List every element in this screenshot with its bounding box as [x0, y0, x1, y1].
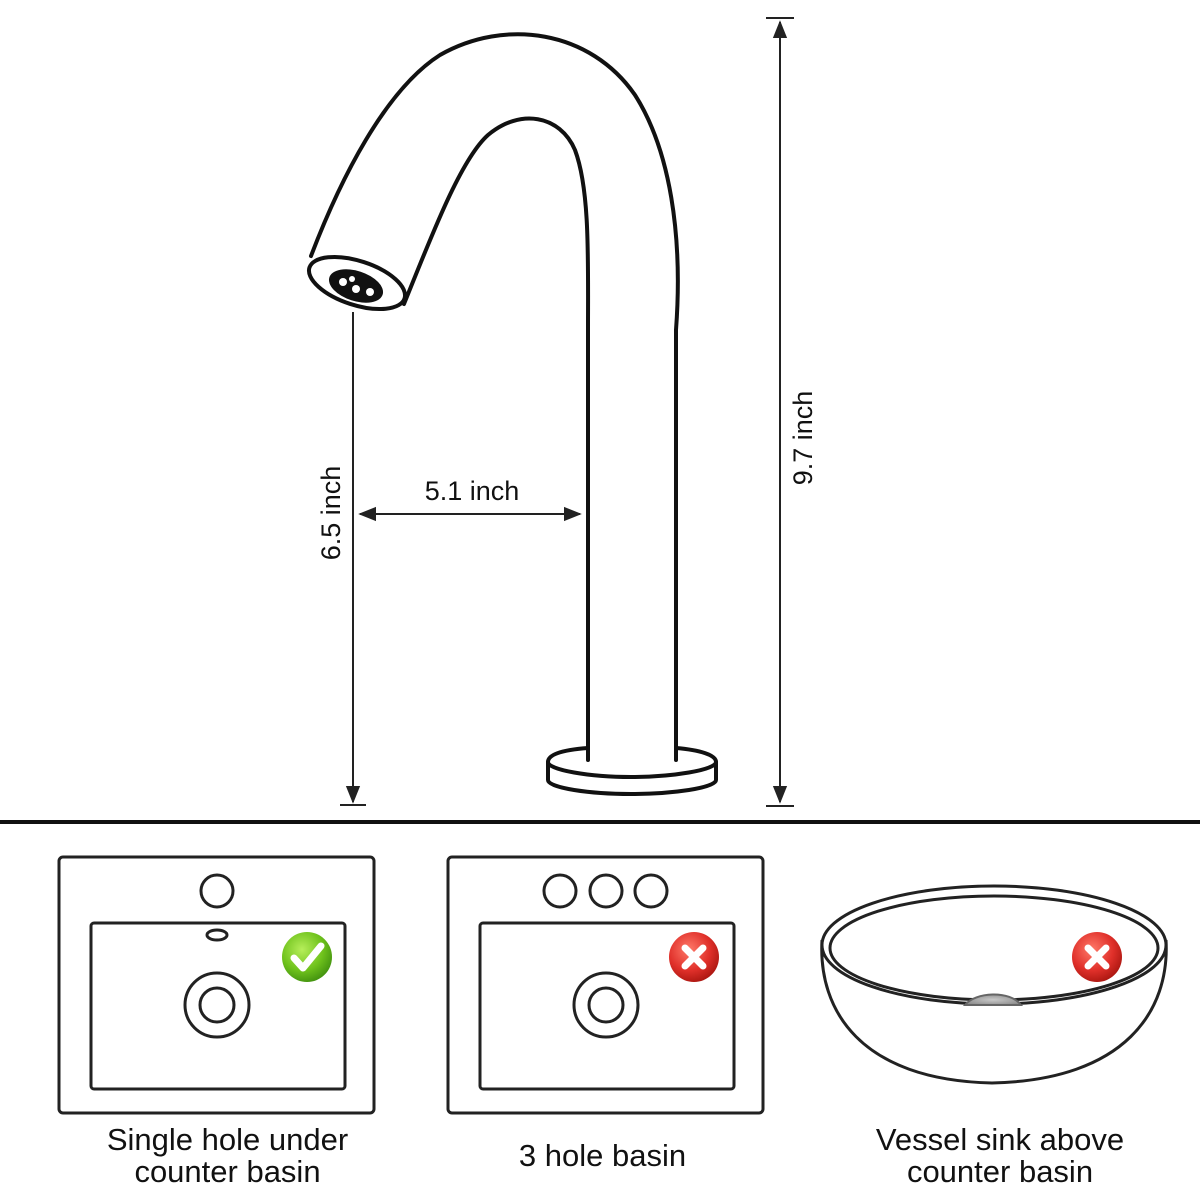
aerator [328, 269, 384, 303]
spout-height-label: 6.5 inch [316, 466, 346, 561]
caption-line: Vessel sink above [875, 1122, 1125, 1157]
total-height-label: 9.7 inch [788, 391, 818, 486]
dimension-total-height: 9.7 inch [766, 17, 818, 807]
faucet-drawing [306, 32, 718, 796]
drain-icon [962, 993, 1023, 1006]
dimension-spout-height: 6.5 inch [316, 312, 366, 806]
single-hole-basin-illustration [57, 855, 376, 1115]
cross-icon [1072, 932, 1122, 982]
check-icon [282, 932, 332, 982]
vessel-sink-illustration [820, 884, 1168, 1085]
caption-line: 3 hole basin [518, 1138, 687, 1173]
cross-icon [669, 932, 719, 982]
option-caption-vessel-sink: Vessel sink above counter basin [840, 1124, 1160, 1188]
reach-label: 5.1 inch [425, 476, 520, 506]
caption-line: Single hole under [106, 1122, 349, 1157]
option-caption-three-hole: 3 hole basin [450, 1140, 755, 1172]
caption-line: counter basin [906, 1154, 1094, 1189]
dimension-reach: 5.1 inch [358, 476, 582, 522]
three-hole-basin-illustration [446, 855, 765, 1115]
option-caption-single-hole: Single hole under counter basin [60, 1124, 395, 1188]
caption-line: counter basin [134, 1154, 321, 1189]
